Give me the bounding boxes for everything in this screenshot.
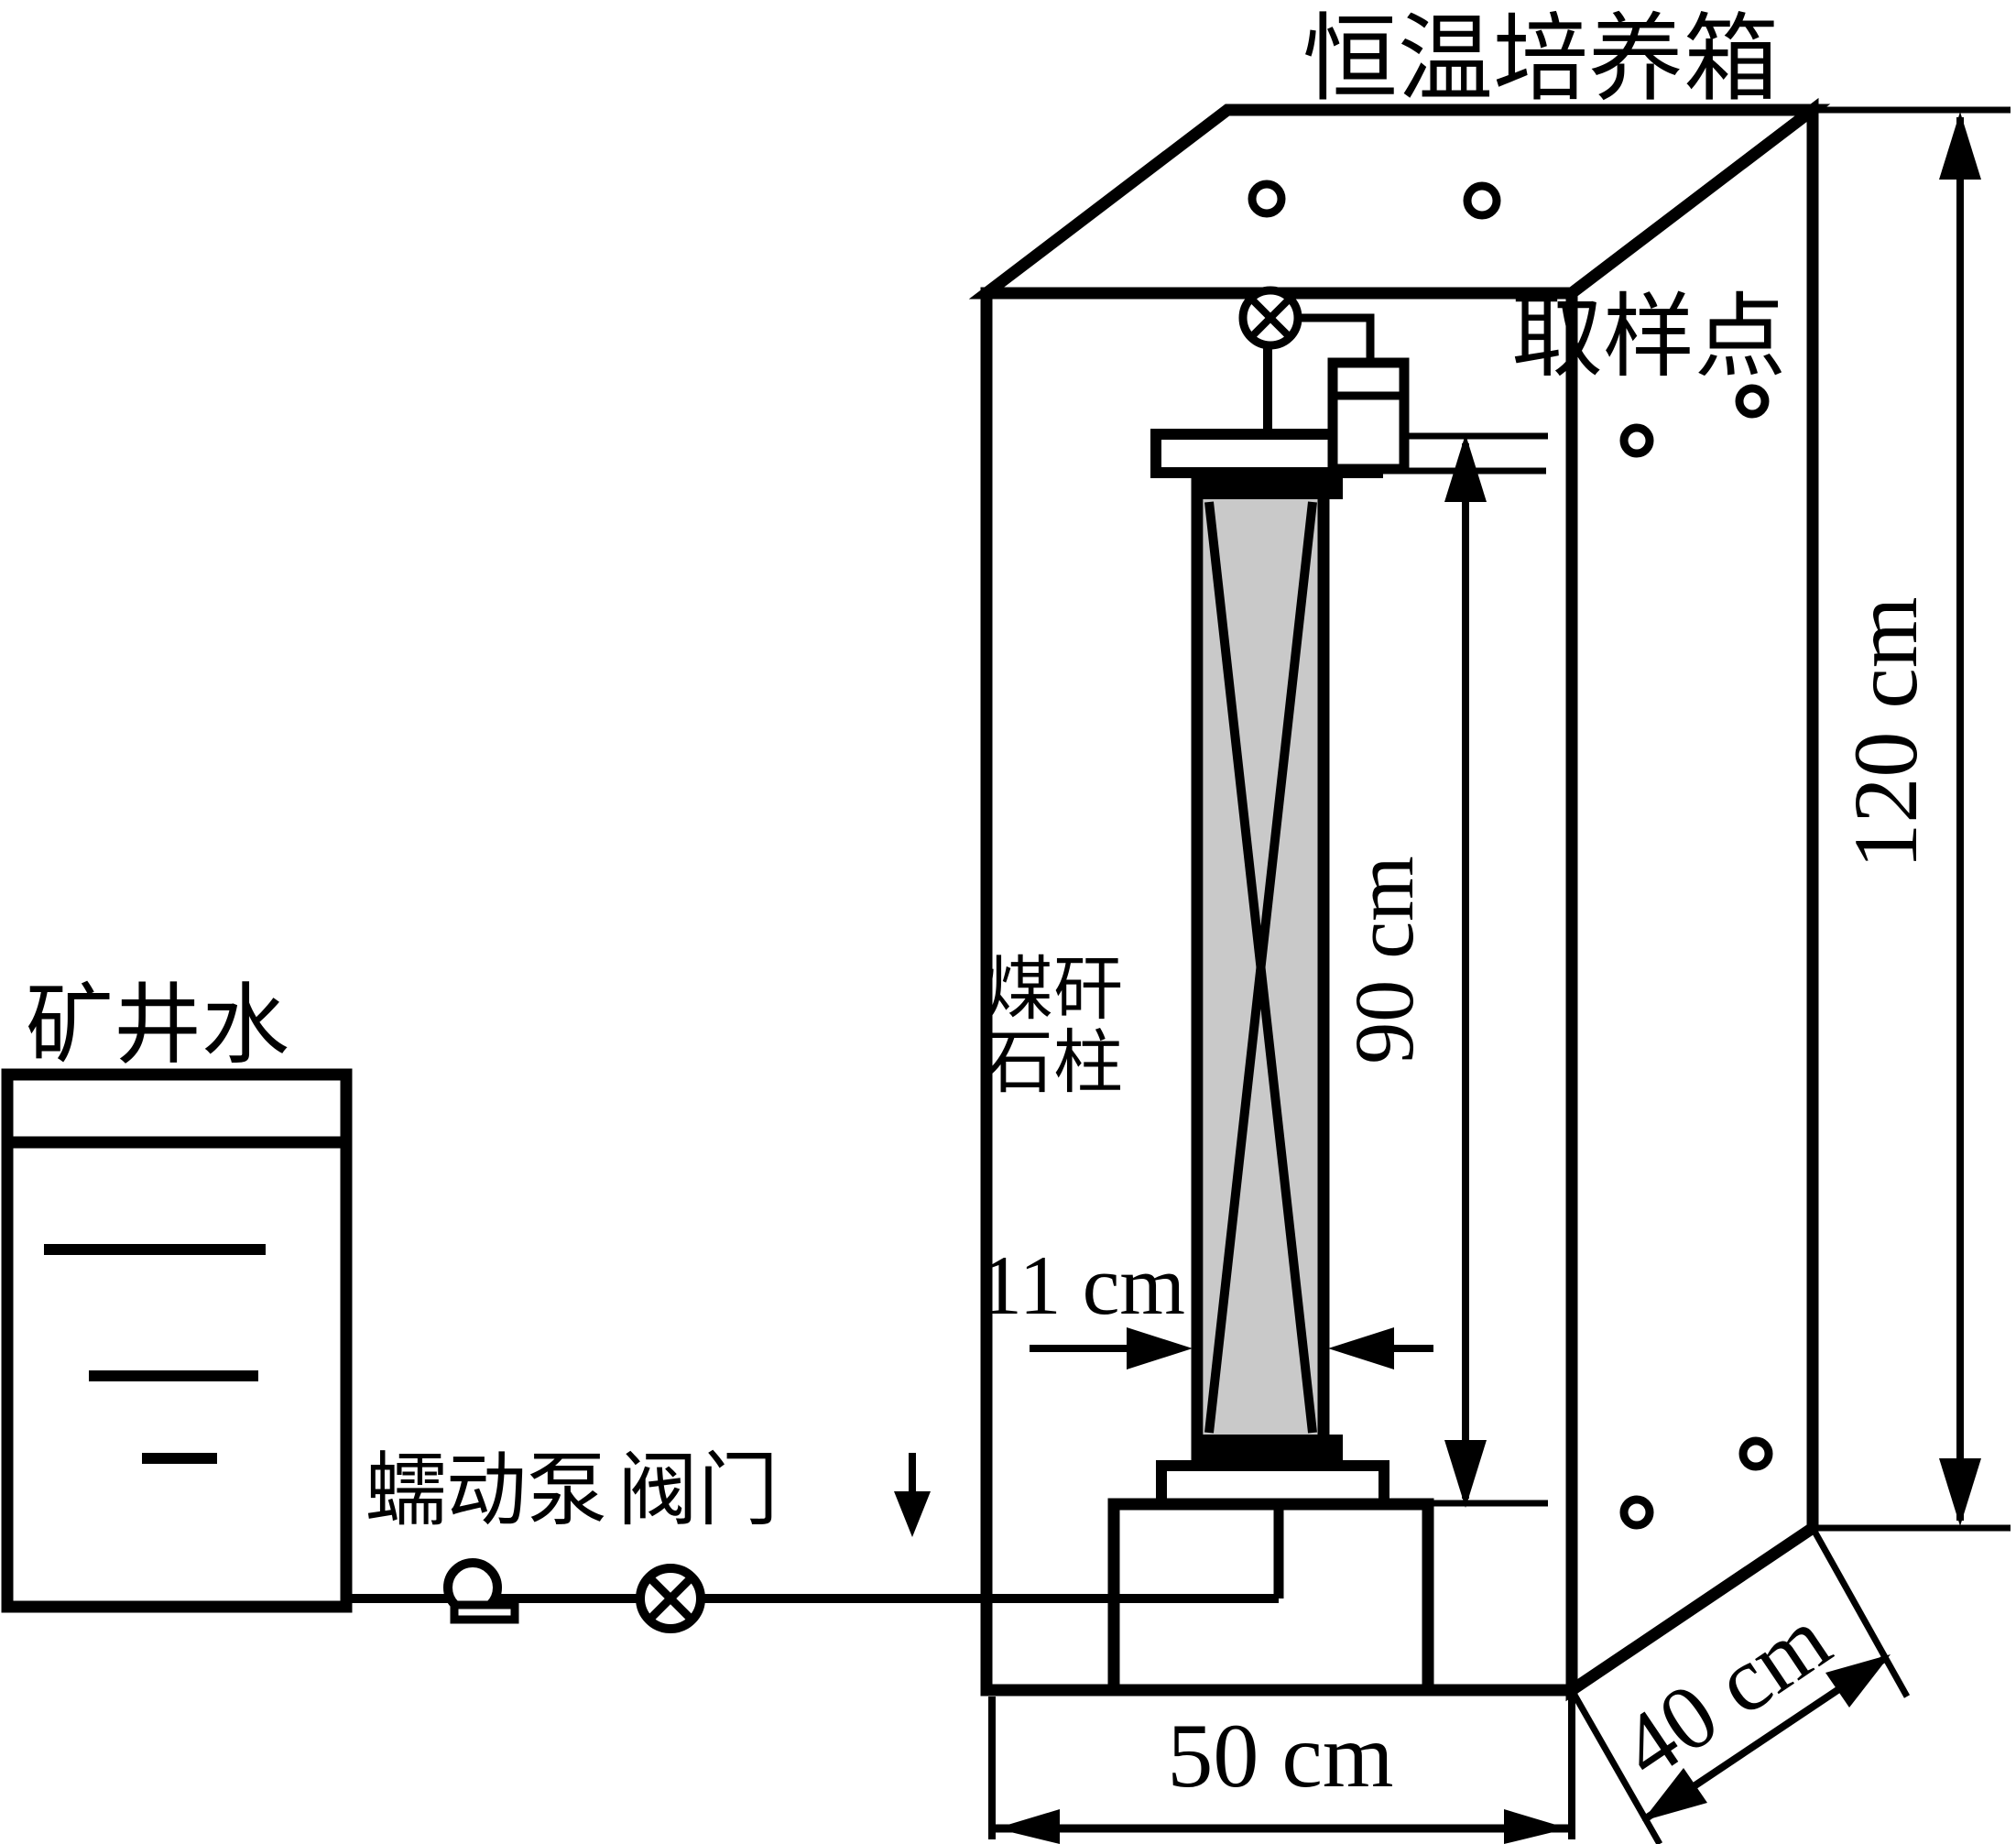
sampling-cup xyxy=(1327,357,1410,475)
dim-label-11cm: 11 cm xyxy=(980,1238,1185,1332)
arrowhead-left xyxy=(996,1809,1060,1844)
arrowhead-left xyxy=(1328,1327,1394,1369)
column-cross-line xyxy=(1204,501,1317,1434)
dimension-11cm xyxy=(1030,1327,1433,1369)
diagram-title: 恒温培养箱 xyxy=(1302,7,1779,113)
arrowhead-up xyxy=(1939,112,1981,180)
arrowhead-down xyxy=(1444,1440,1487,1508)
pump-foot xyxy=(450,1600,519,1624)
vent-hole-icon xyxy=(1463,181,1501,220)
arrowhead-right xyxy=(1127,1327,1193,1369)
tank-body xyxy=(1,1068,353,1613)
pump-label: 蠕动泵 xyxy=(365,1447,607,1536)
vent-hole-icon xyxy=(1738,1436,1773,1471)
column-label-line2: 石柱 xyxy=(984,1025,1123,1102)
extension-line xyxy=(1809,1526,1911,1698)
dimension-40cm xyxy=(1568,1526,1911,1844)
sampling-valve-cross xyxy=(1248,296,1292,340)
flow-direction-arrowhead xyxy=(894,1491,931,1537)
valve-label: 阀门 xyxy=(617,1447,779,1536)
gangue-column xyxy=(1107,429,1548,1697)
sampling-pipe xyxy=(1298,313,1375,365)
arrowhead-up-right xyxy=(1825,1654,1891,1708)
arrowhead-right xyxy=(1504,1809,1568,1844)
mine-water-label: 矿井水 xyxy=(26,977,289,1075)
dimension-50cm xyxy=(988,1697,1575,1844)
arrowhead-up xyxy=(1444,434,1487,502)
sampling-point-label: 取样点 xyxy=(1511,287,1786,388)
arrowhead-down xyxy=(1939,1458,1981,1526)
vent-hole-icon xyxy=(1735,384,1770,419)
dim-label-120cm: 120 cm xyxy=(1835,596,1936,868)
dimension-120cm xyxy=(1817,106,2011,1532)
sampling-assembly xyxy=(1238,286,1410,475)
vent-hole-icon xyxy=(1248,180,1286,218)
feed-line xyxy=(346,1453,1279,1633)
column-label-line1: 煤矸 xyxy=(984,952,1123,1029)
vent-hole-icon xyxy=(1619,1495,1654,1530)
valve-cross xyxy=(646,1574,695,1623)
mine-water-tank xyxy=(1,1068,353,1613)
vent-hole-icon xyxy=(1619,423,1654,458)
dimension-90cm xyxy=(1428,434,1548,1508)
arrowhead-down-left xyxy=(1642,1768,1707,1821)
dim-label-90cm: 90 cm xyxy=(1337,856,1431,1064)
dim-label-50cm: 50 cm xyxy=(1167,1705,1393,1806)
